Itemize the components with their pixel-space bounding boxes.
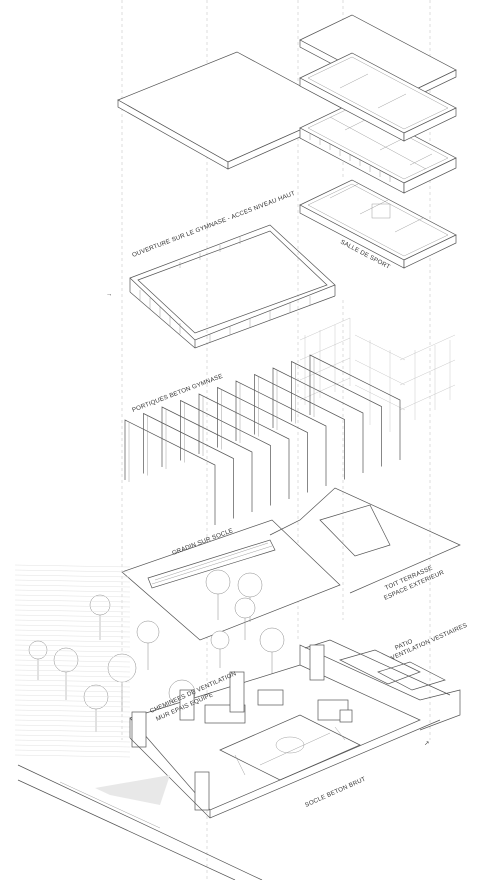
ground-hatch-line (14, 609, 131, 613)
svg-text:↗: ↗ (424, 740, 429, 747)
ground-hatch-line (14, 574, 131, 578)
ground-hatch-line (14, 599, 131, 603)
ground-hatch-line (14, 614, 131, 618)
ground-hatch-line (14, 584, 131, 588)
portal-frame (291, 360, 382, 467)
gymnasium-frame: → (106, 224, 336, 349)
ground-hatch-line (14, 754, 131, 758)
ground-hatch-line (14, 749, 131, 753)
ground-hatch-line (14, 629, 131, 633)
concrete-base: ↗ (129, 639, 461, 819)
portal-frame (161, 406, 253, 512)
ground-hatch-line (14, 564, 131, 568)
ground-hatch-line (14, 689, 131, 693)
ground-hatch-line (14, 719, 131, 723)
ground-hatch-line (14, 674, 131, 678)
ground-hatch-line (14, 679, 131, 683)
portal-frame (217, 386, 308, 493)
portal-frame (180, 399, 271, 506)
structural-grid-sketch (299, 317, 456, 432)
ground-hatch-line (14, 589, 131, 593)
ground-hatch-line (14, 659, 131, 663)
ground-hatch-line (14, 739, 131, 743)
label-portiques: PORTIQUES BETON GYMNASE (131, 373, 224, 414)
ground-hatching (14, 564, 131, 758)
portal-frame (124, 419, 216, 525)
label-ouverture: OUVERTURE SUR LE GYMNASE - ACCES NIVEAU … (131, 190, 296, 259)
ground-hatch-line (14, 684, 131, 688)
ground-hatch-line (14, 579, 131, 583)
ground-hatch-line (14, 624, 131, 628)
ground-hatch-line (14, 569, 131, 573)
sports-hall-upper-level (299, 102, 457, 194)
road-edge (17, 764, 263, 880)
ground-hatch-line (14, 714, 131, 718)
ground-hatch-line (14, 709, 131, 713)
ground-hatch-line (14, 654, 131, 658)
ground-hatch-line (14, 744, 131, 748)
ground-hatch-line (14, 619, 131, 623)
ground-hatch-line (14, 699, 131, 703)
svg-text:→: → (106, 291, 112, 298)
ground-hatch-line (14, 639, 131, 643)
roof-slab (117, 51, 346, 170)
stand-plinth (121, 487, 461, 641)
ground-hatch-line (14, 729, 131, 733)
concrete-portal-frames (124, 354, 401, 525)
portal-frame (235, 380, 327, 486)
portal-frame (198, 393, 290, 499)
ground-hatch-line (14, 644, 131, 648)
ground-hatch-line (14, 694, 131, 698)
label-socle: SOCLE BETON BRUT (304, 776, 367, 809)
ground-hatch-line (14, 634, 131, 638)
ground-hatch-line (14, 704, 131, 708)
portal-frame (254, 373, 345, 480)
portal-frame (143, 412, 234, 519)
ground-hatch-line (14, 604, 131, 608)
portal-frame (272, 367, 364, 473)
ground-hatch-line (14, 649, 131, 653)
ground-hatch-line (14, 724, 131, 728)
ground-hatch-line (14, 734, 131, 738)
sports-hall-middle-level (299, 52, 457, 142)
ground-hatch-line (14, 669, 131, 673)
portal-frame (309, 354, 401, 460)
ground-hatch-line (14, 664, 131, 668)
sports-hall-lower-level (299, 179, 457, 269)
ground-hatch-line (14, 594, 131, 598)
